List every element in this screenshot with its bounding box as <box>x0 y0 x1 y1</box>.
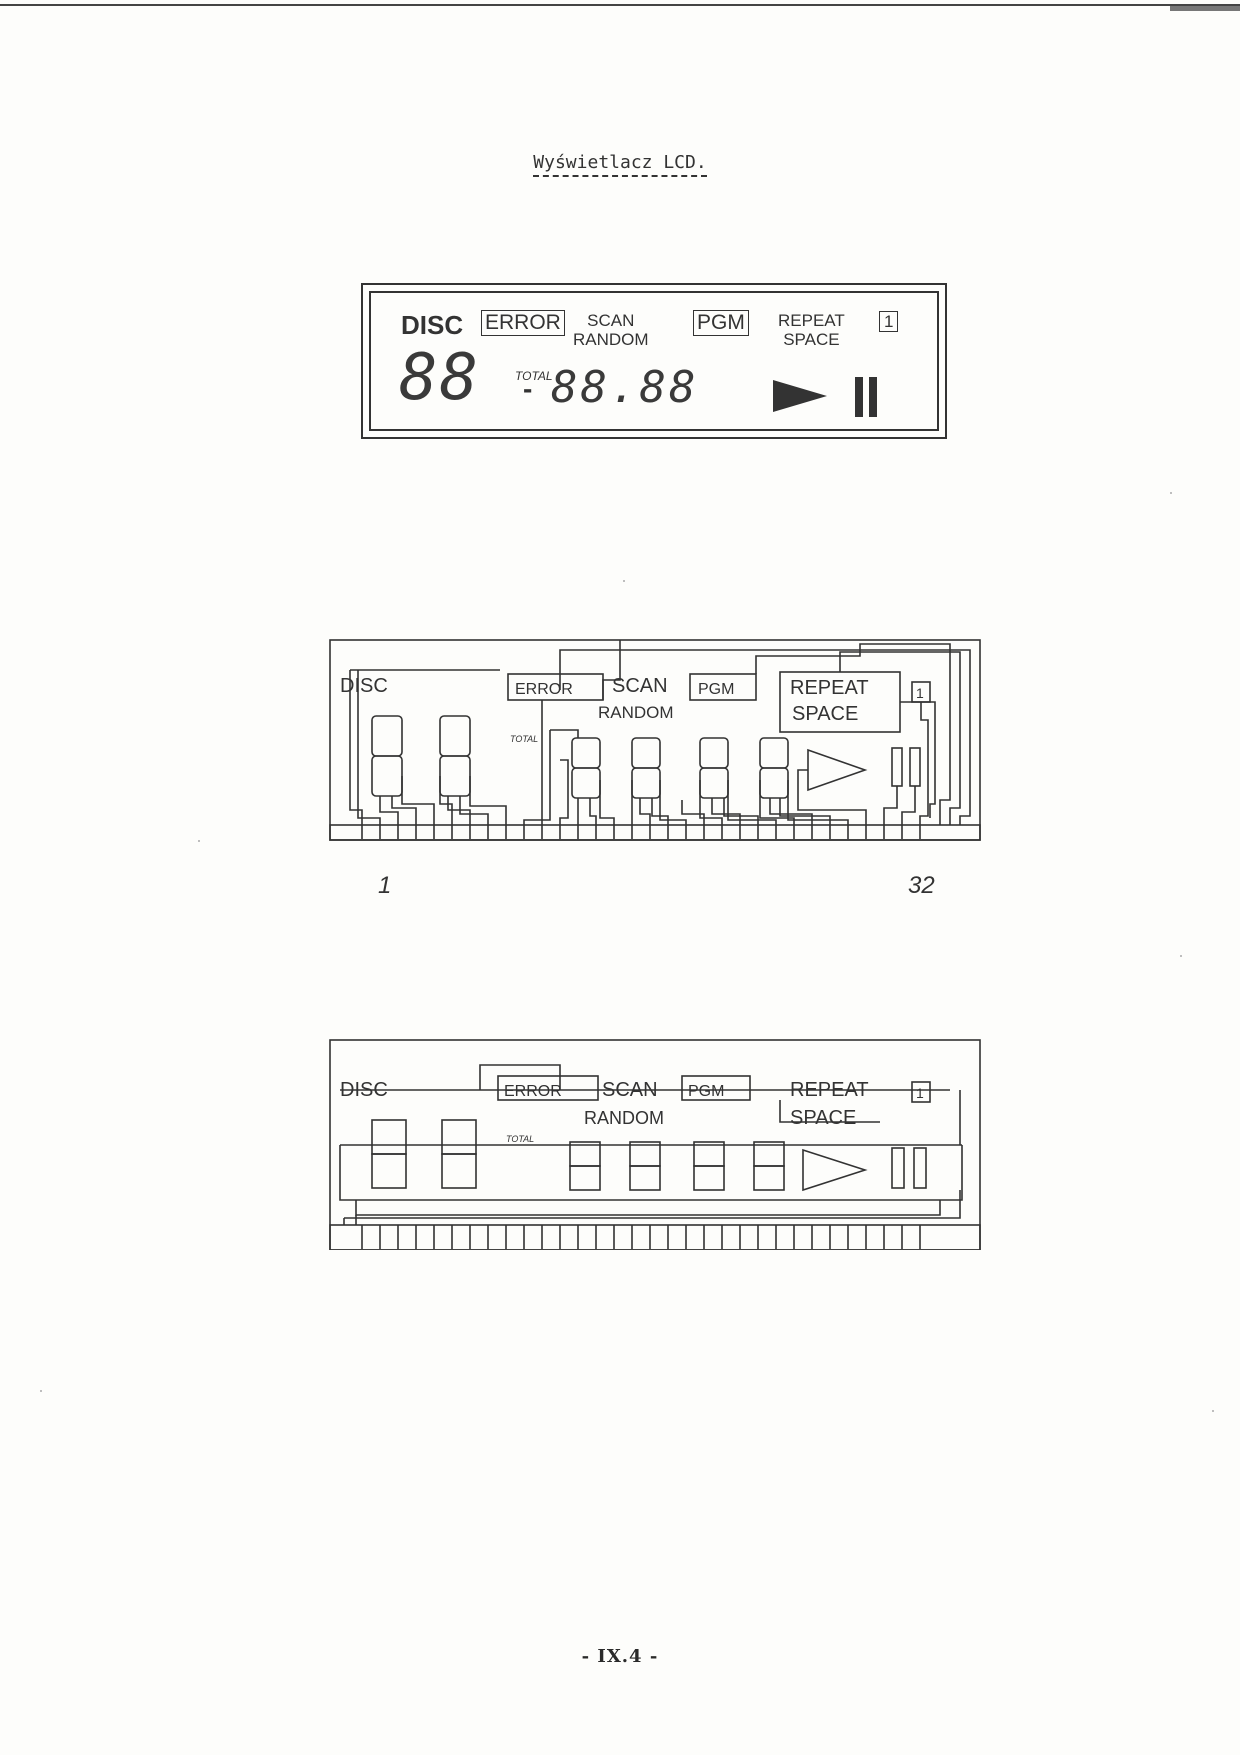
lcd-repeat-label: REPEAT <box>778 311 845 330</box>
connector-strip <box>329 824 981 841</box>
lcd-error-label: ERROR <box>481 310 565 336</box>
seg-digit-4-bottom <box>631 767 661 799</box>
bp-scan-text: SCAN <box>602 1079 658 1101</box>
seg-play-triangle <box>807 748 868 792</box>
seg-digit-4-top <box>631 737 661 769</box>
diag-pgm-text: PGM <box>698 681 734 698</box>
scan-speck <box>1170 492 1172 494</box>
scan-speck <box>40 1390 42 1392</box>
bp-total-text: TOTAL <box>506 1134 534 1144</box>
lcd-disc-digits: 88 <box>399 341 481 415</box>
bp-pgm-box <box>681 1075 751 1101</box>
diag-error-text: ERROR <box>515 681 573 698</box>
backplane-traces <box>339 1064 963 1225</box>
bp-digit-1-top <box>371 1119 407 1155</box>
connector-pins <box>361 825 921 839</box>
lcd-pgm-label: PGM <box>693 310 749 336</box>
top-rule <box>0 4 1240 6</box>
lcd-face: DISC ERROR SCAN RANDOM PGM REPEAT SPACE … <box>361 283 947 439</box>
bp-digit-2-bottom <box>441 1153 477 1189</box>
bp-digit-2-top <box>441 1119 477 1155</box>
scan-speck <box>1212 1410 1214 1412</box>
bp-digit-3-bottom <box>569 1165 601 1191</box>
bp-disc-text: DISC <box>340 1079 388 1101</box>
bp-pgm-text: PGM <box>688 1083 724 1100</box>
lcd-random-label: RANDOM <box>573 330 649 349</box>
backplane-frame <box>329 1039 981 1250</box>
pause-icon-bar-left <box>855 377 863 417</box>
bp-one-box <box>911 1081 931 1103</box>
scan-speck <box>1180 955 1182 957</box>
bp-error-text: ERROR <box>504 1083 562 1100</box>
scan-speck <box>198 840 200 842</box>
diag-space-text: SPACE <box>792 703 858 725</box>
page-number: - IX.4 - <box>581 1646 659 1667</box>
page-title: Wyświetlacz LCD. <box>0 152 1240 177</box>
lcd-space-label: SPACE <box>783 330 840 349</box>
seg-digit-1-bottom <box>371 755 403 797</box>
seg-digit-6-bottom <box>759 767 789 799</box>
top-rule-end <box>1170 6 1240 11</box>
bp-repeat-text: REPEAT <box>790 1079 869 1101</box>
seg-pause-right <box>909 747 921 787</box>
bp-digit-6-bottom <box>753 1165 785 1191</box>
bp-space-text: SPACE <box>790 1107 856 1129</box>
seg-digit-1-top <box>371 715 403 757</box>
lcd-total-label: TOTAL <box>515 369 553 383</box>
diag-scan-text: SCAN <box>612 675 668 697</box>
lcd-one-label: 1 <box>879 311 899 332</box>
lcd-scan-random: SCAN RANDOM <box>573 311 649 349</box>
play-icon <box>773 380 827 412</box>
pin-label-last: 32 <box>908 872 935 899</box>
lcd-scan-label: SCAN <box>587 311 635 330</box>
bp-pause-left <box>891 1147 905 1189</box>
backplane-connector-pins <box>361 1225 921 1249</box>
scan-speck <box>623 580 625 582</box>
seg-pgm-box <box>689 673 757 701</box>
bp-digit-1-bottom <box>371 1153 407 1189</box>
bp-play-triangle <box>802 1148 868 1192</box>
title-text: Wyświetlacz LCD. <box>533 152 707 177</box>
backplane-connector-strip <box>329 1224 981 1250</box>
seg-digit-5-bottom <box>699 767 729 799</box>
seg-digit-6-top <box>759 737 789 769</box>
seg-digit-2-top <box>439 715 471 757</box>
pin-label-first: 1 <box>378 872 392 899</box>
bp-random-text: RANDOM <box>584 1108 664 1128</box>
seg-digit-3-top <box>571 737 601 769</box>
lcd-disc-label: DISC <box>401 310 464 340</box>
lcd-repeat-space: REPEAT SPACE <box>778 311 845 349</box>
bp-pause-right <box>913 1147 927 1189</box>
bp-digit-5-bottom <box>693 1165 725 1191</box>
lcd-face-inner <box>369 291 939 431</box>
bp-digit-4-bottom <box>629 1165 661 1191</box>
diag-one-text: 1 <box>916 685 924 701</box>
diag-total-text: TOTAL <box>510 734 538 744</box>
backplane-wiring-diagram: DISC ERROR SCAN RANDOM PGM REPEAT SPACE … <box>329 1039 981 1250</box>
wiring-traces <box>349 640 971 825</box>
bp-one-text: 1 <box>916 1085 924 1101</box>
diag-disc-text: DISC <box>340 675 388 697</box>
segment-wiring-diagram: DISC ERROR SCAN RANDOM PGM REPEAT SPACE … <box>329 639 981 841</box>
lcd-total-dash: - <box>523 373 533 404</box>
seg-digit-3-bottom <box>571 767 601 799</box>
diag-random-text: RANDOM <box>598 703 674 722</box>
lcd-time-digits: 88.88 <box>551 362 699 413</box>
bp-error-box <box>497 1075 599 1101</box>
pause-icon-bar-right <box>869 377 877 417</box>
diag-repeat-text: REPEAT <box>790 677 869 699</box>
seg-digit-2-bottom <box>439 755 471 797</box>
seg-digit-5-top <box>699 737 729 769</box>
seg-pause-left <box>891 747 903 787</box>
